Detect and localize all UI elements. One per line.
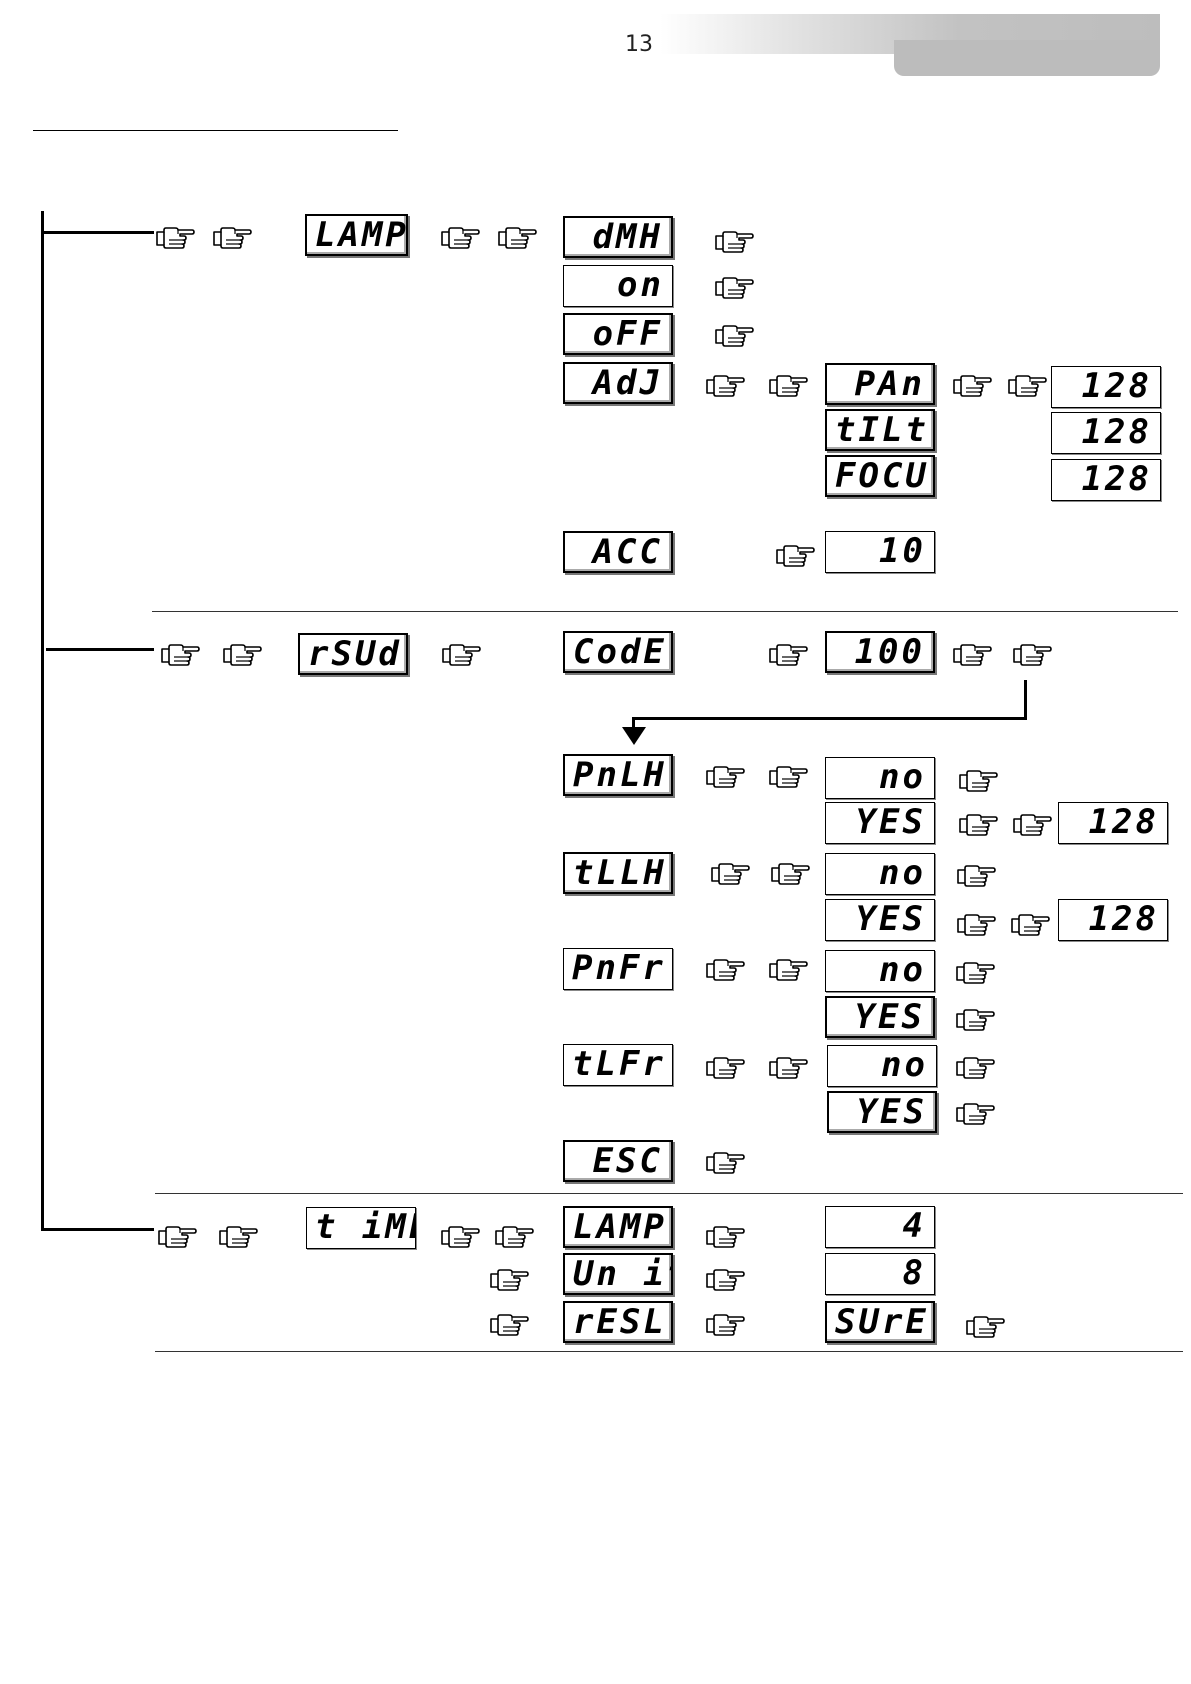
lcd-tllh-yes: YES [825, 899, 935, 941]
lcd-acc-value: 10 [825, 531, 935, 573]
lcd-time-reset: rESL [563, 1301, 673, 1343]
pointing-hand-icon [714, 322, 754, 348]
lcd-code-label: CodE [563, 631, 673, 673]
lcd-pan-value: 128 [1051, 366, 1161, 408]
tree-vertical-line [41, 211, 44, 1231]
lcd-pnfr-no: no [825, 950, 935, 992]
flow-arrow-horizontal [632, 717, 1027, 720]
header-tab [894, 40, 1160, 76]
lcd-pnfr-yes: YES [825, 996, 935, 1038]
pointing-hand-icon [955, 1054, 995, 1080]
pointing-hand-icon [952, 641, 992, 667]
lcd-adj-pan: PAn [825, 363, 935, 405]
pointing-hand-icon [155, 224, 195, 250]
section-divider [152, 611, 1178, 612]
pointing-hand-icon [1012, 811, 1052, 837]
section-divider [155, 1193, 1183, 1194]
pointing-hand-icon [770, 860, 810, 886]
pointing-hand-icon [212, 224, 252, 250]
lcd-lamp-root: LAMP [305, 214, 408, 256]
pointing-hand-icon [705, 763, 745, 789]
pointing-hand-icon [494, 1223, 534, 1249]
lcd-adj-focus: FOCU [825, 455, 935, 497]
pointing-hand-icon [768, 763, 808, 789]
pointing-hand-icon [714, 274, 754, 300]
lcd-tllh-no: no [825, 853, 935, 895]
lcd-option-acc: ACC [563, 531, 673, 573]
pointing-hand-icon [489, 1266, 529, 1292]
pointing-hand-icon [705, 1054, 745, 1080]
lcd-pnfr: PnFr [563, 948, 673, 990]
lcd-option-off: oFF [563, 313, 673, 355]
lcd-code-value: 100 [825, 631, 935, 673]
pointing-hand-icon [497, 224, 537, 250]
lcd-pnlh-no: no [825, 757, 935, 799]
pointing-hand-icon [218, 1223, 258, 1249]
pointing-hand-icon [775, 542, 815, 568]
pointing-hand-icon [955, 959, 995, 985]
lcd-time-sure: SUrE [825, 1301, 935, 1343]
pointing-hand-icon [705, 1149, 745, 1175]
pointing-hand-icon [440, 224, 480, 250]
pointing-hand-icon [958, 767, 998, 793]
pointing-hand-icon [441, 641, 481, 667]
lcd-rsvd-root: rSUd [298, 633, 408, 675]
pointing-hand-icon [956, 862, 996, 888]
arrow-down-icon [622, 727, 646, 745]
pointing-hand-icon [157, 1223, 197, 1249]
pointing-hand-icon [705, 372, 745, 398]
lcd-tllh: tLLH [563, 852, 673, 894]
pointing-hand-icon [160, 641, 200, 667]
lcd-pnlh-value: 128 [1058, 802, 1168, 844]
pointing-hand-icon [768, 1054, 808, 1080]
lcd-tlfr-no: no [827, 1045, 937, 1087]
section-divider [155, 1351, 1183, 1352]
pointing-hand-icon [965, 1313, 1005, 1339]
pointing-hand-icon [710, 860, 750, 886]
lcd-focus-value: 128 [1051, 459, 1161, 501]
pointing-hand-icon [705, 956, 745, 982]
lcd-pnlh: PnLH [563, 754, 673, 796]
lcd-pnlh-yes: YES [825, 802, 935, 844]
lcd-tlfr-yes: YES [827, 1091, 937, 1133]
pointing-hand-icon [705, 1266, 745, 1292]
pointing-hand-icon [955, 1006, 995, 1032]
pointing-hand-icon [955, 1100, 995, 1126]
pointing-hand-icon [952, 372, 992, 398]
pointing-hand-icon [1007, 372, 1047, 398]
heading-underline [33, 130, 398, 131]
lcd-time-root: t iME [306, 1207, 416, 1249]
pointing-hand-icon [222, 641, 262, 667]
lcd-option-on: on [563, 265, 673, 307]
tree-branch-lamp [41, 231, 154, 234]
lcd-time-lamp: LAMP [563, 1206, 673, 1248]
pointing-hand-icon [958, 811, 998, 837]
pointing-hand-icon [768, 956, 808, 982]
lcd-tllh-value: 128 [1058, 899, 1168, 941]
pointing-hand-icon [705, 1223, 745, 1249]
pointing-hand-icon [768, 641, 808, 667]
lcd-tilt-value: 128 [1051, 412, 1161, 454]
pointing-hand-icon [1010, 911, 1050, 937]
lcd-tlfr: tLFr [563, 1044, 673, 1086]
page-number: 13 [625, 32, 653, 57]
pointing-hand-icon [489, 1311, 529, 1337]
flow-arrow-vertical [1024, 680, 1027, 720]
pointing-hand-icon [714, 228, 754, 254]
pointing-hand-icon [1012, 641, 1052, 667]
lcd-adj-tilt: tILt [825, 409, 935, 451]
pointing-hand-icon [705, 1311, 745, 1337]
tree-branch-rsvd [46, 648, 154, 651]
pointing-hand-icon [768, 372, 808, 398]
tree-branch-time [41, 1228, 154, 1231]
lcd-time-lamp-value: 4 [825, 1206, 935, 1248]
lcd-esc: ESC [563, 1140, 673, 1182]
lcd-time-unit: Un it [563, 1253, 673, 1295]
lcd-option-dmx: dMH [563, 216, 673, 258]
pointing-hand-icon [440, 1223, 480, 1249]
pointing-hand-icon [956, 911, 996, 937]
lcd-option-adj: AdJ [563, 362, 673, 404]
lcd-time-unit-value: 8 [825, 1253, 935, 1295]
